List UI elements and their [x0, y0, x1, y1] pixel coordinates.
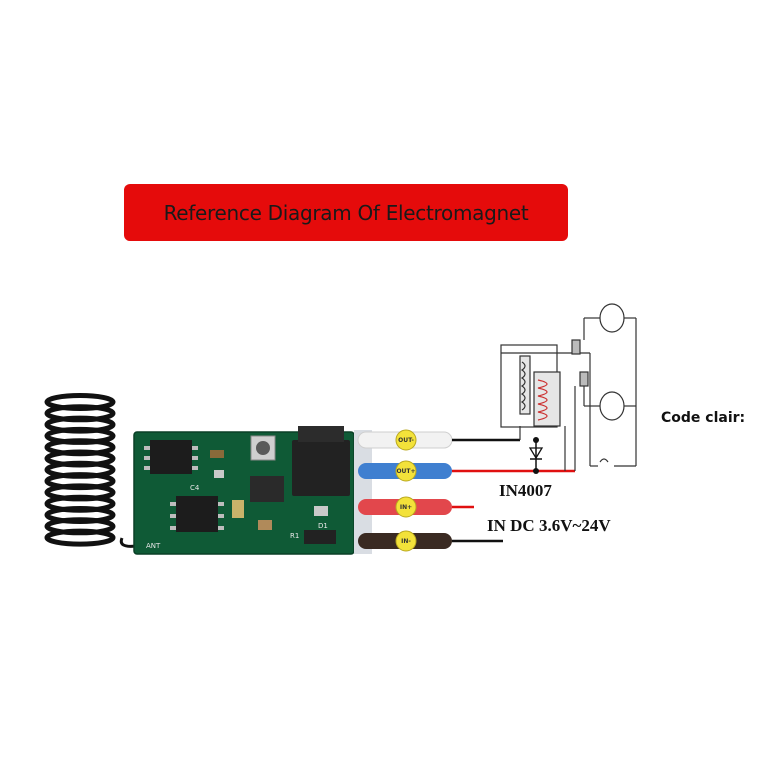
- diagram-title: Reference Diagram Of Electromagnet: [163, 200, 529, 225]
- pcb-label-cap: C4: [190, 484, 200, 492]
- ic-chip-top: [150, 440, 192, 474]
- receiver-pcb: ANT C4 R1 D1: [133, 426, 355, 555]
- title-banner: Reference Diagram Of Electromagnet: [124, 184, 568, 241]
- coiled-antenna: [44, 393, 137, 548]
- svg-text:IN+: IN+: [400, 504, 412, 511]
- antenna-coil: [44, 528, 116, 547]
- tag-in-plus: IN+: [395, 496, 417, 518]
- wire-out-plus: [358, 463, 575, 479]
- svg-text:OUT-: OUT-: [398, 437, 414, 444]
- pcb-label-resistor: R1: [290, 532, 299, 540]
- tag-in-minus: IN-: [395, 530, 417, 552]
- pcb-label-antenna: ANT: [146, 542, 161, 550]
- tag-out-plus: OUT+: [395, 460, 417, 482]
- code-clair-label: Code clair:: [661, 410, 746, 426]
- diode-symbol: [528, 437, 544, 474]
- ic-chip-bottom: [176, 496, 218, 532]
- power-label: IN DC 3.6V~24V: [487, 516, 611, 535]
- svg-text:IN-: IN-: [401, 538, 411, 545]
- tag-out-minus: OUT-: [395, 429, 417, 451]
- pcb-label-diode: D1: [318, 522, 328, 530]
- voltage-regulator: [292, 440, 350, 496]
- svg-text:OUT+: OUT+: [396, 468, 415, 475]
- wire-out-minus: [357, 431, 520, 449]
- diode-label: IN4007: [499, 481, 552, 500]
- relay-schematic: [500, 303, 637, 471]
- wire-in-minus: [358, 533, 503, 549]
- transistor: [250, 476, 284, 502]
